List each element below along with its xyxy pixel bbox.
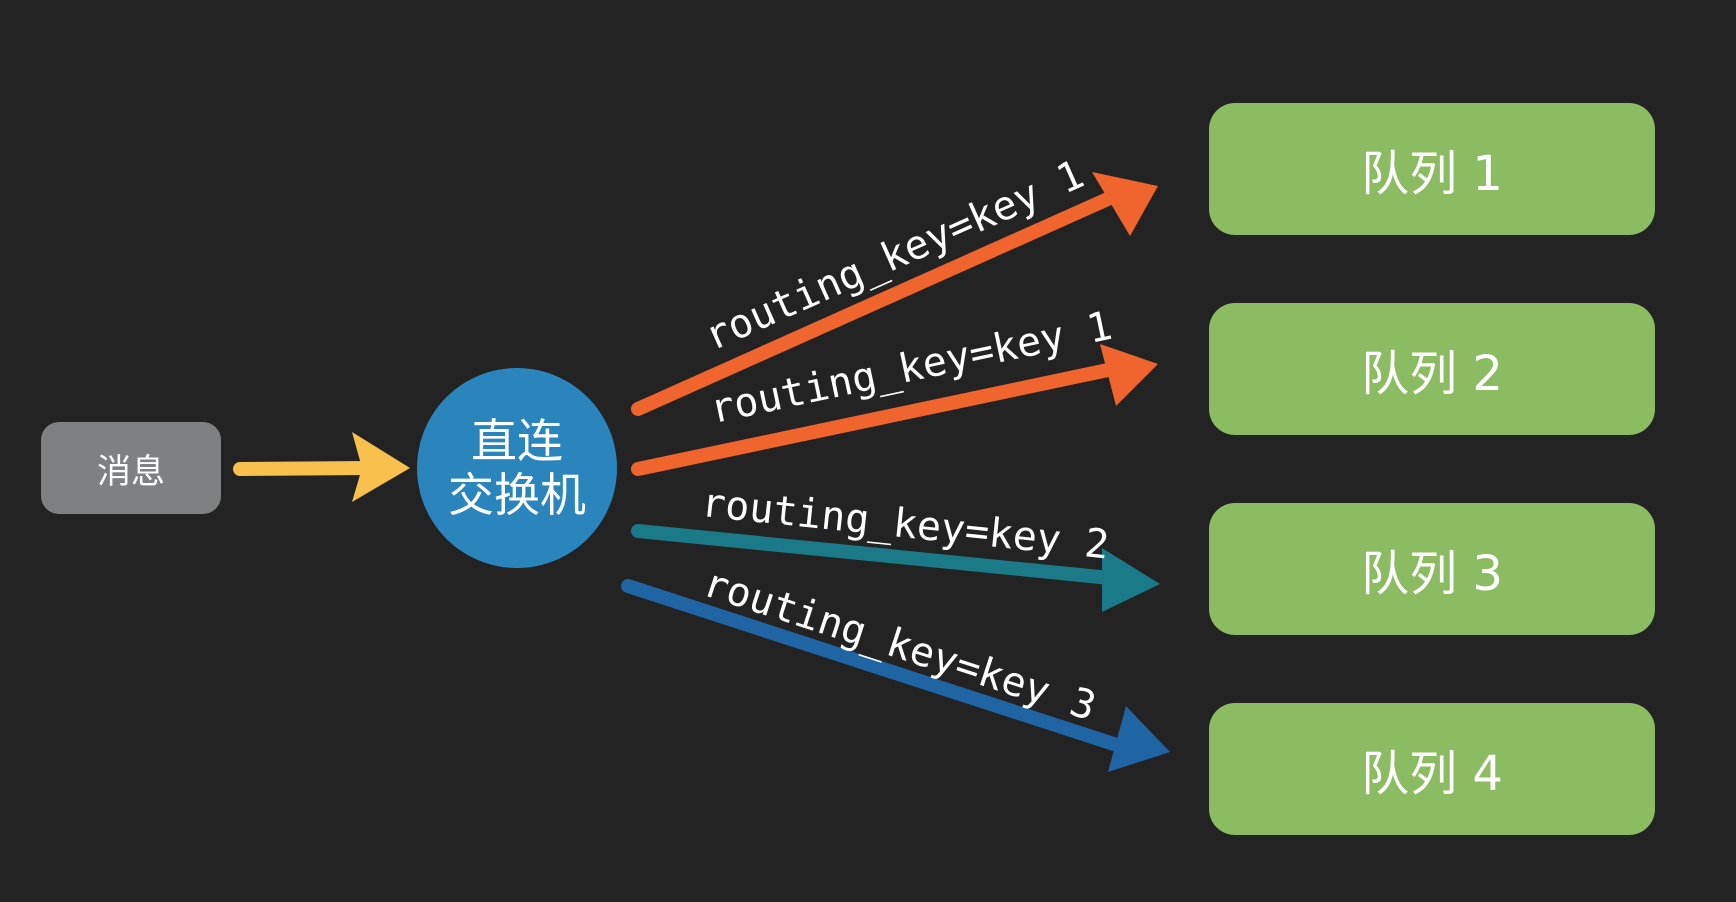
- route-arrow-3: [631, 524, 1160, 612]
- queue-node-1: 队列 1: [1209, 103, 1655, 235]
- input-arrow: [233, 432, 410, 502]
- route-arrow-2: [631, 344, 1158, 476]
- queue-node-3: 队列 3: [1209, 503, 1655, 635]
- queue-label-3: 队列 3: [1361, 546, 1503, 602]
- message-node: 消息: [41, 422, 221, 514]
- queue-label-4: 队列 4: [1361, 746, 1503, 802]
- queue-node-4: 队列 4: [1209, 703, 1655, 835]
- exchange-label-line1: 直连: [471, 414, 563, 468]
- queue-label-1: 队列 1: [1361, 146, 1503, 202]
- direct-exchange-node: 直连 交换机: [417, 368, 617, 568]
- message-label: 消息: [97, 451, 165, 492]
- queue-node-2: 队列 2: [1209, 303, 1655, 435]
- exchange-label-line2: 交换机: [448, 468, 586, 522]
- route-arrow-4: [621, 579, 1170, 772]
- queue-label-2: 队列 2: [1361, 346, 1503, 402]
- route-arrow-1: [631, 172, 1158, 416]
